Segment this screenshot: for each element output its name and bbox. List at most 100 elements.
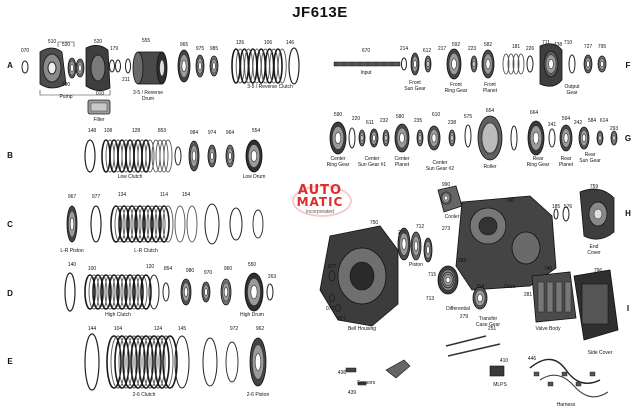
part-number-label: 550 — [248, 262, 257, 268]
bearing — [198, 61, 202, 71]
part-number-label: 984 — [190, 130, 199, 136]
transfer-gear — [413, 240, 419, 252]
part-number-label: 715 — [428, 272, 437, 278]
bearing — [612, 135, 616, 141]
clutch-hub — [181, 60, 187, 72]
seal-ring — [266, 283, 274, 301]
piston-gear — [401, 238, 407, 250]
part-number-label: 273 — [442, 226, 451, 232]
clutch-plate — [142, 205, 154, 243]
part-number-label: 714 — [476, 284, 485, 290]
part-number-label: 293 — [610, 126, 619, 132]
wiring-harness — [539, 374, 609, 398]
component-label: High Drum — [240, 312, 264, 318]
component-label: 2-6 Piston — [247, 392, 270, 398]
part-number-label: 967 — [68, 194, 77, 200]
seal-ring — [109, 59, 115, 73]
rear-sun-gear — [581, 133, 587, 143]
component-label: High Clutch — [105, 312, 131, 318]
part-number-label: 134 — [118, 192, 127, 198]
part-number-label: 985 — [210, 46, 219, 52]
clutch-plate — [150, 335, 166, 389]
high-drum — [250, 285, 258, 299]
part-number-label: 614 — [600, 118, 609, 124]
part-number-label: 580 — [396, 114, 405, 120]
part-number-label: 238 — [448, 120, 457, 126]
clutch-plate — [118, 205, 130, 243]
component-label: 2-6 Clutch — [133, 392, 156, 398]
bearing — [600, 60, 604, 68]
part-shapes — [21, 41, 619, 398]
rear-planet — [563, 133, 569, 143]
clutch-plate — [122, 335, 138, 389]
clutch-plate — [163, 139, 173, 173]
part-number-label: 712 — [416, 224, 425, 230]
part-number-label: 760 — [506, 198, 515, 204]
row-letter: H — [625, 209, 631, 218]
part-number-label: 710 — [564, 40, 573, 46]
sensor — [345, 367, 357, 373]
component-label: Bell Housing — [348, 326, 376, 332]
bearing — [586, 60, 590, 68]
part-number-label: 128 — [132, 128, 141, 134]
bearing — [472, 60, 476, 68]
part-number-label: 077 — [328, 264, 337, 270]
clutch-plate — [114, 205, 126, 243]
wiring-harness — [589, 371, 596, 377]
input-shaft — [333, 61, 401, 67]
part-number-label: 185 — [552, 204, 561, 210]
clutch-plate — [114, 335, 130, 389]
clutch-plate — [148, 274, 160, 310]
bearing — [426, 60, 430, 68]
row-letter: B — [7, 151, 13, 160]
part-number-label: 439 — [348, 390, 357, 396]
end-cover — [593, 208, 603, 220]
reverse-drum — [132, 51, 144, 85]
component-label: Differential — [446, 306, 470, 312]
low-drum — [250, 150, 258, 162]
component-label: Low Clutch — [118, 174, 143, 180]
part-number-label: 179 — [110, 46, 119, 52]
part-number-label: 124 — [154, 326, 163, 332]
clutch-plate — [277, 48, 287, 84]
part-number-label: 520 — [94, 39, 103, 45]
seal-ring — [125, 58, 131, 74]
part-number-label: 072 — [326, 306, 335, 312]
part-number-label: 263 — [268, 274, 277, 280]
part-number-label: 990 — [442, 182, 451, 188]
part-number-label: 740 — [544, 266, 553, 272]
part-number-label: 500 — [62, 82, 71, 88]
bearing — [598, 135, 602, 141]
clutch-plate — [150, 205, 162, 243]
component-label: Filter — [93, 117, 104, 123]
clutch-plate — [141, 139, 151, 173]
clutch-plate — [106, 335, 122, 389]
part-number-label: 106 — [264, 40, 273, 46]
seal-ring — [562, 206, 570, 222]
part-number-label: 235 — [414, 118, 423, 124]
clutch-plate — [124, 274, 136, 310]
part-number-label: 554 — [252, 128, 261, 134]
seal-ring — [517, 53, 525, 75]
part-number-label: 281 — [524, 292, 533, 298]
part-number-label: 611 — [366, 120, 374, 126]
part-number-label: 582 — [484, 42, 493, 48]
part-number-label: 010 — [96, 91, 105, 97]
transmission-case — [478, 216, 498, 236]
thrust-washer — [401, 57, 407, 71]
clutch-plate — [138, 335, 154, 389]
part-number-label: 795 — [598, 44, 607, 50]
clutch-plate — [162, 205, 174, 243]
clutch-plate — [138, 205, 150, 243]
seal-ring — [115, 59, 121, 73]
part-number-label: 584 — [588, 118, 597, 124]
seal-ring — [512, 53, 520, 75]
clutch-plate — [159, 139, 169, 173]
row-letter: G — [625, 134, 631, 143]
